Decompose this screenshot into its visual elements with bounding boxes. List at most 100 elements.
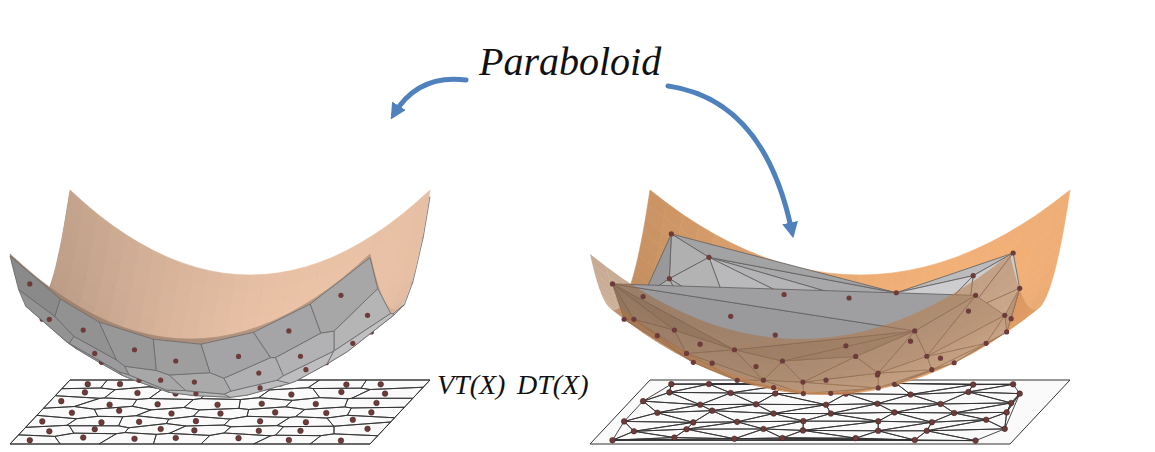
lifted-site	[691, 360, 696, 365]
voronoi-facet	[310, 258, 377, 333]
site-dot	[667, 390, 673, 396]
delaunay-triangle	[1005, 394, 1020, 429]
lifted-site	[800, 380, 805, 385]
lifted-site	[843, 343, 848, 348]
lifted-site	[971, 273, 976, 278]
delaunay-triangle	[894, 412, 954, 422]
lifted-site	[655, 333, 660, 338]
site-dot	[47, 429, 53, 435]
paraboloid-patch	[807, 365, 825, 373]
paraboloid-label: Paraboloid	[476, 40, 664, 84]
delaunay-triangle	[894, 404, 954, 413]
site-dot	[117, 381, 123, 387]
site-dot	[313, 401, 319, 407]
lifted-site	[894, 290, 899, 295]
delaunay-plane	[590, 380, 1070, 444]
site-dot	[286, 437, 292, 443]
paraboloid-patch	[791, 366, 809, 374]
delaunay-triangle	[803, 430, 878, 438]
delaunay-triangle	[803, 414, 878, 422]
voronoi-cell	[201, 433, 271, 444]
lifted-site	[728, 314, 733, 319]
site-dot	[272, 410, 278, 416]
leader-arrows	[394, 79, 792, 232]
voronoi-cell	[132, 398, 193, 409]
paraboloid-patch	[204, 286, 220, 303]
site-dot	[193, 418, 199, 424]
voronoi-cell	[67, 416, 123, 426]
paraboloid-patch	[795, 379, 813, 385]
lifted-site	[257, 385, 262, 390]
paraboloid-patch	[962, 278, 980, 299]
delaunay-triangle	[612, 440, 975, 442]
site-dot	[875, 428, 881, 434]
delaunay-triangle	[896, 383, 973, 394]
voronoi-cell	[169, 425, 231, 435]
paraboloid-patch	[929, 298, 947, 317]
lifted-site	[984, 341, 989, 346]
paraboloid-patch	[823, 364, 841, 373]
paraboloid-patch	[802, 349, 820, 359]
site-dot	[929, 419, 935, 425]
lifted-site	[782, 292, 787, 297]
delaunay-triangle	[878, 431, 927, 440]
lifted-site	[641, 294, 646, 299]
paraboloid-patch	[865, 326, 883, 341]
lifted-site	[706, 255, 711, 260]
lifted-site	[672, 327, 677, 332]
site-dot	[631, 429, 637, 435]
paraboloid-patch	[638, 289, 656, 309]
site-dot	[69, 410, 75, 416]
lifted-site	[158, 378, 163, 383]
site-dot	[344, 382, 350, 388]
lifted-site	[853, 354, 858, 359]
site-dot	[691, 420, 697, 426]
site-dot	[107, 402, 113, 408]
paraboloid-patch	[913, 307, 931, 325]
delaunay-triangle	[712, 411, 773, 422]
voronoi-cell	[184, 399, 240, 410]
lifted-site	[973, 293, 978, 298]
site-dot	[215, 402, 221, 408]
lifted-site	[365, 313, 370, 318]
site-dot	[27, 437, 33, 443]
lifted-site	[846, 295, 851, 300]
lifted-site	[828, 391, 833, 396]
voronoi-cell	[62, 380, 107, 389]
site-dot	[697, 402, 703, 408]
delaunay-triangle	[878, 422, 932, 431]
site-dot	[338, 438, 344, 444]
site-dot	[771, 411, 777, 417]
site-dot	[1004, 410, 1010, 416]
site-dot	[58, 398, 64, 404]
lifted-site	[192, 380, 197, 385]
site-dot	[892, 410, 898, 416]
voronoi-lift	[10, 190, 430, 397]
paraboloid-patch	[234, 274, 250, 290]
voronoi-cell	[119, 416, 169, 428]
paraboloid-patch	[793, 373, 811, 380]
paraboloid-patch	[590, 254, 608, 277]
paraboloid-patch	[821, 356, 839, 366]
paraboloid-patch	[215, 302, 231, 317]
site-dot	[924, 428, 930, 434]
delaunay-triangle	[737, 413, 803, 421]
lifted-site	[132, 347, 137, 352]
paraboloid-patch	[703, 321, 721, 337]
voronoi-cell	[104, 387, 162, 400]
leader-arrow	[668, 86, 792, 232]
site-dot	[218, 411, 224, 417]
lifted-site	[938, 356, 943, 361]
site-dot	[732, 436, 738, 442]
site-dot	[39, 419, 45, 425]
site-dot	[753, 401, 759, 407]
paraboloid-patch	[798, 384, 816, 389]
site-dot	[169, 411, 175, 417]
paraboloid-patch	[241, 317, 257, 330]
lifted-site	[753, 364, 758, 369]
site-dot	[938, 401, 944, 407]
site-dot	[256, 428, 262, 434]
paraboloid-patch	[220, 273, 236, 290]
delaunay-triangle	[1007, 394, 1020, 413]
